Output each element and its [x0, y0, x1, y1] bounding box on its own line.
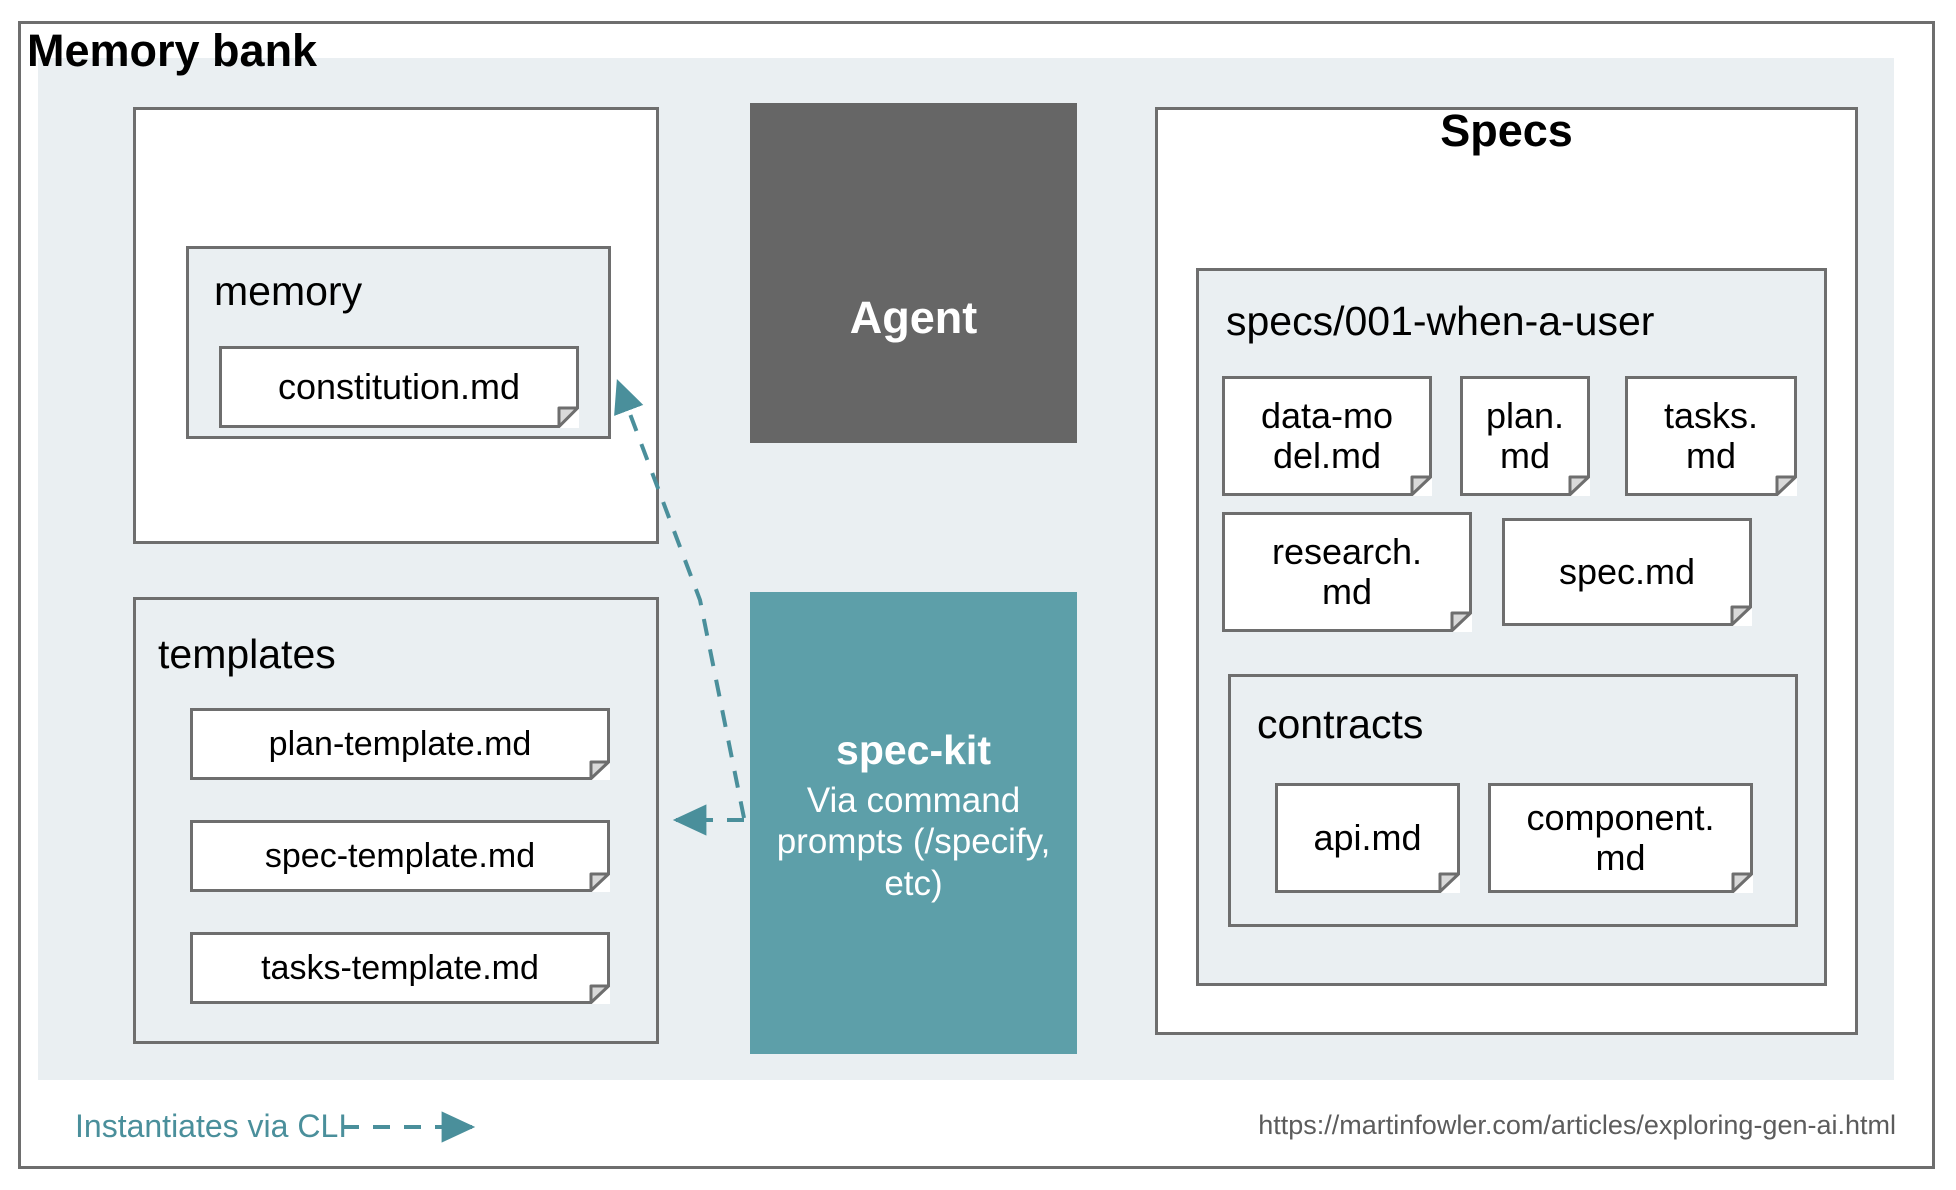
note-shape-icon — [1275, 783, 1460, 893]
note-shape-icon — [219, 346, 579, 428]
note-shape-icon — [190, 820, 610, 892]
contracts-folder-title: contracts — [1257, 701, 1424, 747]
file-note-label: tasks. md — [1663, 394, 1759, 476]
note-shape-icon — [190, 932, 610, 1004]
file-note-label: spec-template.md — [264, 836, 536, 875]
file-note-plan[interactable]: plan. md — [1460, 376, 1590, 496]
file-note-label: data-mo del.md — [1260, 394, 1394, 476]
file-note-spec-template[interactable]: spec-template.md — [190, 820, 610, 892]
file-note-label: component. md — [1526, 796, 1715, 878]
note-shape-icon — [1222, 376, 1432, 496]
agent-label: Agent — [849, 292, 978, 343]
legend-arrow-icon — [342, 1111, 476, 1143]
file-note-constitution[interactable]: constitution.md — [219, 346, 579, 428]
templates-title: templates — [158, 631, 336, 677]
specs-title: Specs — [1440, 105, 1573, 156]
legend-label: Instantiates via CLI — [75, 1108, 348, 1144]
speckit-text-group: spec-kit Via command prompts (/specify, … — [750, 727, 1077, 904]
file-note-tasks-template[interactable]: tasks-template.md — [190, 932, 610, 1004]
file-note-component[interactable]: component. md — [1488, 783, 1753, 893]
note-shape-icon — [1460, 376, 1590, 496]
note-shape-icon — [190, 708, 610, 780]
speckit-title: spec-kit — [836, 727, 991, 773]
file-note-spec[interactable]: spec.md — [1502, 518, 1752, 626]
file-note-label: spec.md — [1558, 550, 1696, 592]
specs-feature-folder-title: specs/001-when-a-user — [1226, 298, 1655, 344]
speckit-subtitle: Via command prompts (/specify, etc) — [776, 781, 1051, 903]
source-url: https://martinfowler.com/articles/explor… — [1258, 1110, 1896, 1140]
note-shape-icon — [1488, 783, 1753, 893]
file-note-data-model[interactable]: data-mo del.md — [1222, 376, 1432, 496]
memory-folder-title: memory — [214, 268, 363, 314]
file-note-label: tasks-template.md — [261, 948, 539, 987]
file-note-label: research. md — [1271, 530, 1423, 612]
memory-bank-title: Memory bank — [27, 25, 318, 76]
file-note-api[interactable]: api.md — [1275, 783, 1460, 893]
file-note-label: constitution.md — [277, 365, 521, 407]
speckit-block — [750, 592, 1077, 1054]
agent-block — [750, 103, 1077, 443]
file-note-label: plan-template.md — [268, 724, 532, 763]
file-note-label: plan. md — [1485, 394, 1565, 476]
file-note-label: api.md — [1313, 816, 1422, 858]
file-note-tasks[interactable]: tasks. md — [1625, 376, 1797, 496]
file-note-plan-template[interactable]: plan-template.md — [190, 708, 610, 780]
file-note-research[interactable]: research. md — [1222, 512, 1472, 632]
note-shape-icon — [1222, 512, 1472, 632]
note-shape-icon — [1625, 376, 1797, 496]
note-shape-icon — [1502, 518, 1752, 626]
